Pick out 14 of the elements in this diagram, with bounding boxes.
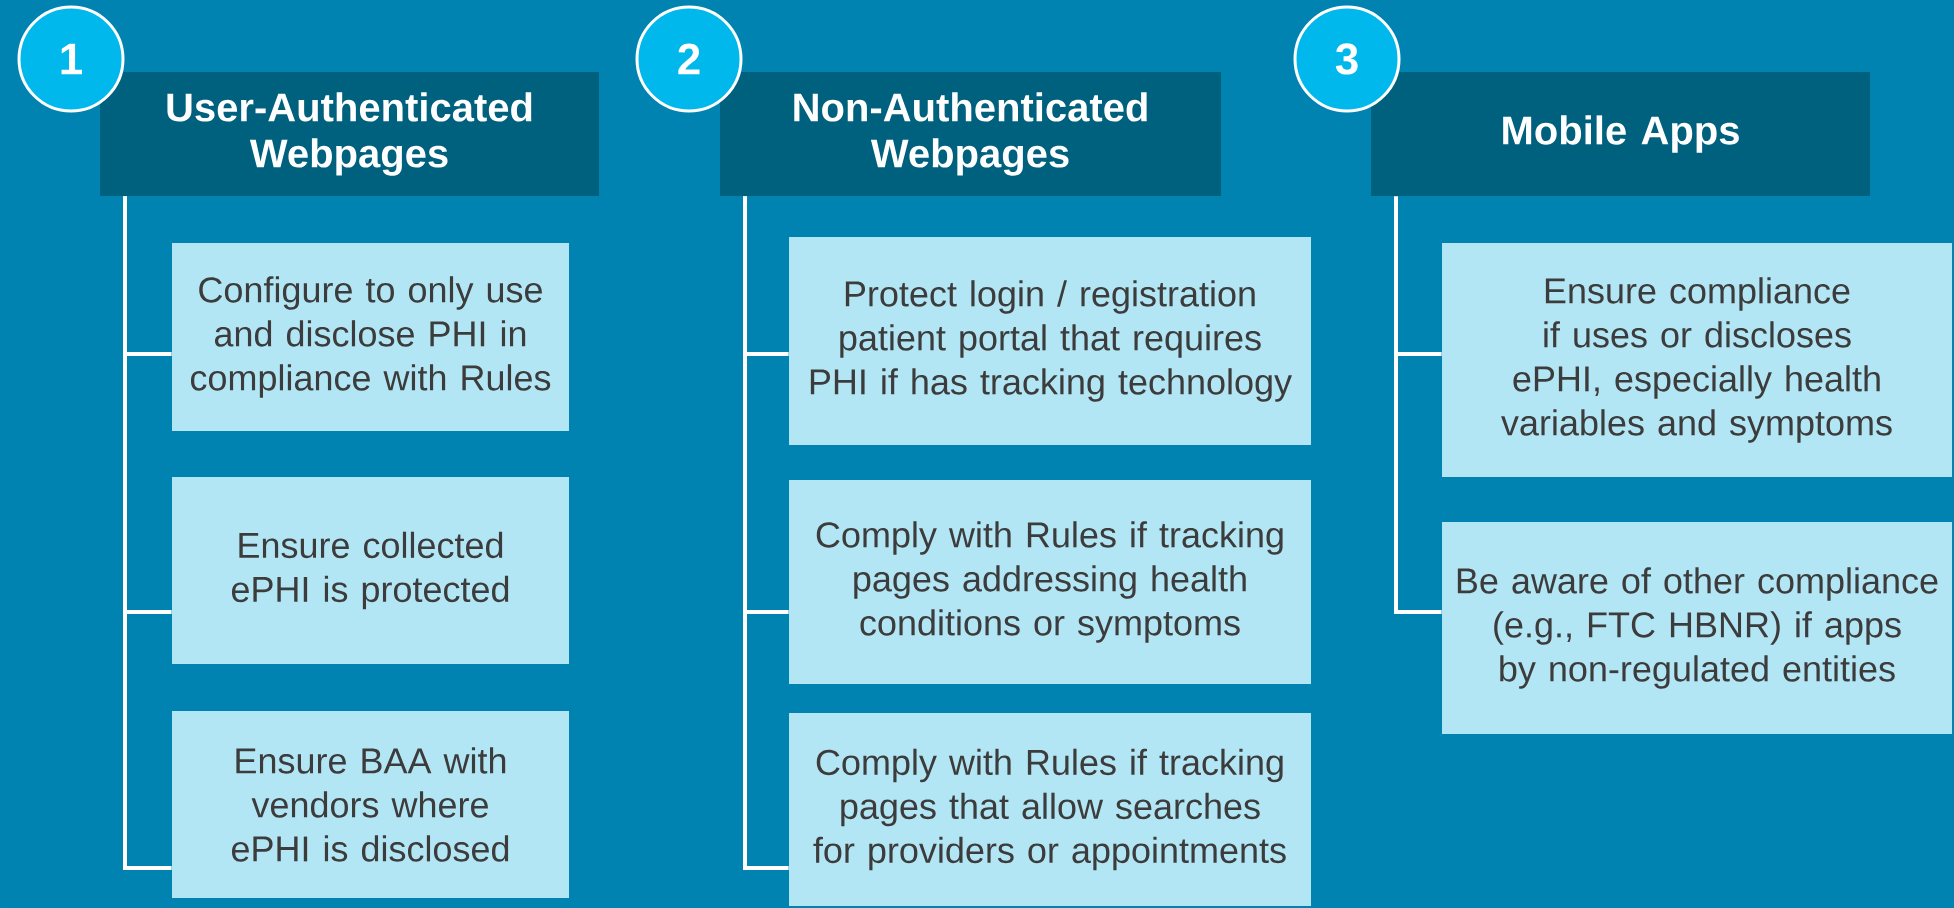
item-box: Comply with Rules if tracking pages addressing health conditions or symptoms bbox=[789, 480, 1311, 684]
connector-line bbox=[123, 196, 172, 870]
heading-box: Non-Authenticated Webpages bbox=[720, 72, 1221, 196]
item-box: Protect login / registration patient portal that requires PHI if has tracking technology bbox=[789, 237, 1311, 445]
heading-box: User-Authenticated Webpages bbox=[100, 72, 599, 196]
item-box: Comply with Rules if tracking pages that allow searches for providers or appointments bbox=[789, 713, 1311, 906]
item-box: Ensure BAA with vendors where ePHI is disclosed bbox=[172, 711, 569, 898]
heading-box: Mobile Apps bbox=[1371, 72, 1870, 196]
item-box: Be aware of other compliance (e.g., FTC HBNR) if apps by non-regulated entities bbox=[1442, 522, 1952, 734]
connector-line bbox=[1394, 196, 1442, 614]
item-box: Ensure compliance if uses or discloses ePHI, especially health variables and symptoms bbox=[1442, 243, 1952, 477]
connector-line bbox=[743, 196, 789, 870]
item-box: Ensure collected ePHI is protected bbox=[172, 477, 569, 664]
item-box: Configure to only use and disclose PHI in compliance with Rules bbox=[172, 243, 569, 431]
